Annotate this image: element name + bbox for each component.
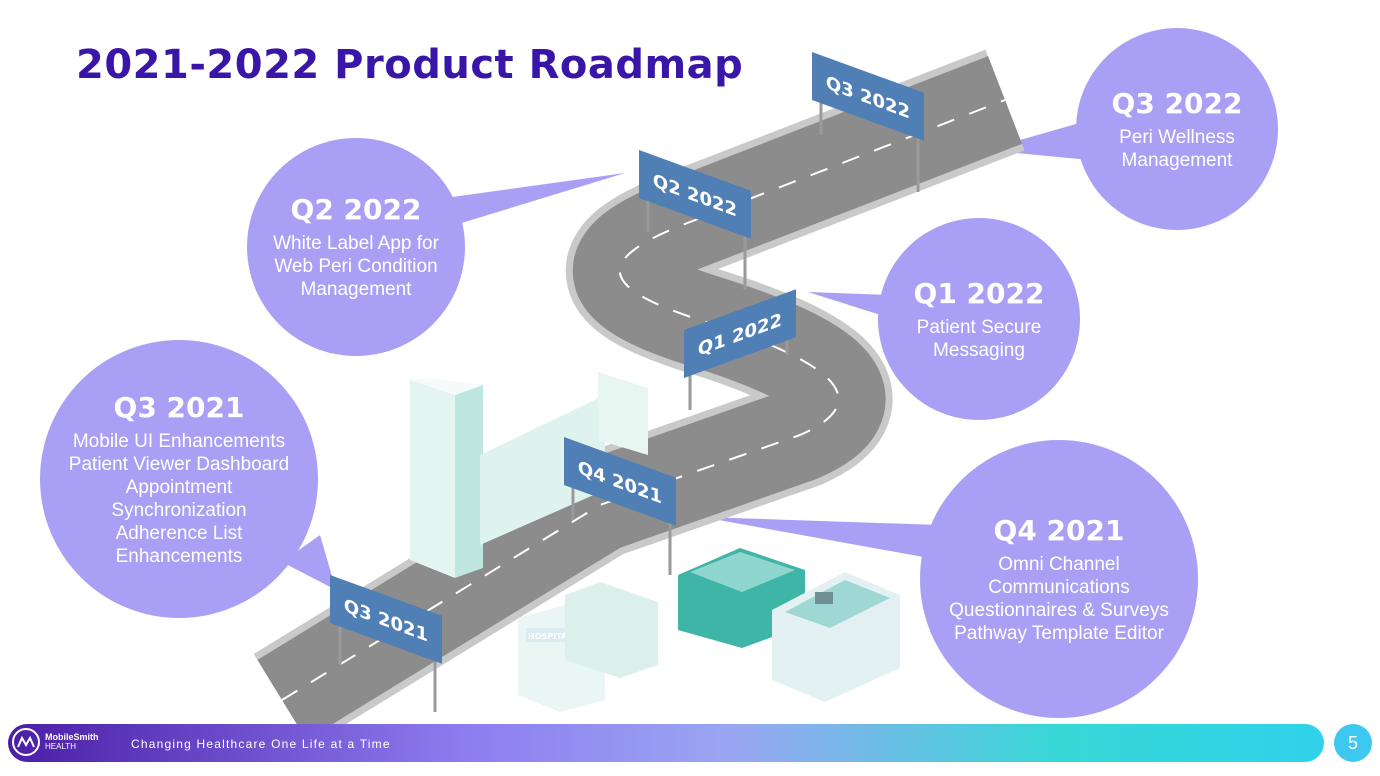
road [253, 49, 1025, 747]
bubble-item: White Label App for [273, 233, 439, 254]
logo-line-2: HEALTH [45, 742, 76, 751]
bubble-item: Appointment [125, 476, 233, 498]
bubble-tail-q1-2022 [808, 292, 890, 318]
bubble-item: Management [1121, 149, 1233, 171]
bubble-quarter: Q2 2022 [290, 193, 422, 226]
bubble-item: Omni Channel [998, 553, 1120, 575]
footer-tagline: Changing Healthcare One Life at a Time [131, 737, 391, 751]
bubble-quarter: Q4 2021 [993, 513, 1125, 547]
mobilesmith-logo: MobileSmith HEALTH [12, 728, 99, 756]
bubble-item: Adherence List [115, 522, 243, 544]
hospital-sign [526, 628, 570, 642]
bubble-item: Synchronization [111, 499, 247, 521]
office-towers [410, 372, 648, 578]
bubble-item: Peri Wellness [1119, 126, 1235, 148]
bubble-q1-2022: Q1 2022 Patient Secure Messaging [878, 218, 1080, 420]
bubble-item: Pathway Template Editor [954, 622, 1164, 644]
bubble-quarter: Q1 2022 [913, 276, 1045, 310]
bubble-tail-q2-2022 [445, 173, 625, 228]
bubble-item: Patient Secure [916, 316, 1042, 338]
clinic-buildings: HOSPITAL + [518, 548, 900, 712]
bubble-quarter: Q3 2021 [113, 390, 245, 424]
bubble-item: Enhancements [115, 545, 243, 567]
page-number: 5 [1334, 724, 1372, 762]
hospital-label: HOSPITAL [528, 632, 572, 641]
bubble-item: Web Peri Condition [274, 256, 438, 277]
bubble-item: Questionnaires & Surveys [949, 599, 1169, 621]
bubble-item: Patient Viewer Dashboard [68, 453, 290, 475]
bubble-item: Messaging [933, 339, 1025, 361]
logo-line-1: MobileSmith [45, 732, 99, 742]
logo-mark-icon [12, 728, 40, 756]
bubble-item: Communications [988, 576, 1130, 598]
bubble-q3-2022: Q3 2022 Peri Wellness Management [1076, 28, 1278, 230]
footer-bar [8, 724, 1324, 762]
page-title: 2021-2022 Product Roadmap [76, 42, 744, 88]
bubble-q4-2021: Q4 2021 Omni Channel Communications Ques… [920, 440, 1198, 718]
bubble-tail-q3-2021 [282, 535, 336, 590]
bubble-item: Mobile UI Enhancements [72, 430, 286, 452]
bubble-q3-2021: Q3 2021 Mobile UI Enhancements Patient V… [40, 340, 318, 618]
bubble-quarter: Q3 2022 [1111, 86, 1243, 120]
bubble-item: Management [300, 279, 412, 300]
bubble-tail-q4-2021 [702, 517, 940, 560]
bubble-q2-2022: Q2 2022 White Label App for Web Peri Con… [247, 138, 465, 356]
